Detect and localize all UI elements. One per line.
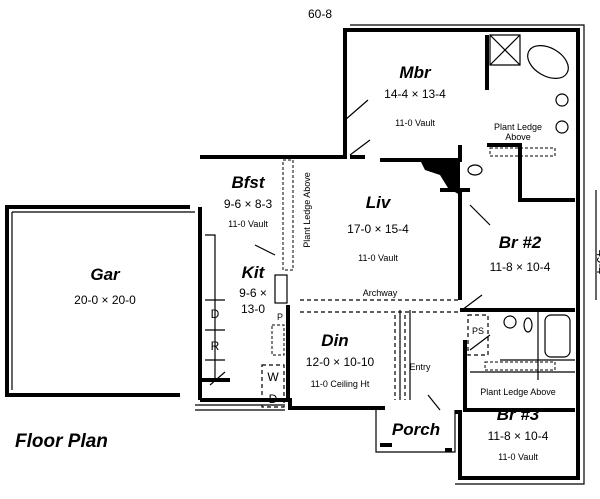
room-ceiling-din: 11-0 Ceiling Ht <box>311 379 370 389</box>
porch-outline <box>375 410 456 453</box>
room-name-porch: Porch <box>392 420 440 439</box>
dryer-label: D <box>269 392 278 406</box>
room-size-mbr: 14-4 × 13-4 <box>384 87 446 101</box>
room-size-gar: 20-0 × 20-0 <box>74 293 136 307</box>
room-name-bfst: Bfst <box>231 173 265 192</box>
plant-ledge-label: Above <box>505 132 531 142</box>
room-ceiling-bfst: 11-0 Vault <box>228 219 268 229</box>
pantry-label: P <box>277 312 283 322</box>
overall-width-label: 60-8 <box>308 7 332 21</box>
archway-label: Archway <box>363 288 398 298</box>
plan-title: Floor Plan <box>15 431 108 452</box>
room-name-din: Din <box>321 331 348 350</box>
dishwasher-label: D <box>211 307 220 321</box>
plant-ledge-label: Plant Ledge Above <box>302 172 312 248</box>
room-name-mbr: Mbr <box>399 63 432 82</box>
room-size-kit: 13-0 <box>241 302 265 316</box>
ps-label: PS <box>472 326 484 336</box>
washer-label: W <box>267 370 279 384</box>
plant-ledges <box>271 147 556 371</box>
room-name-kit: Kit <box>242 263 266 282</box>
room-name-liv: Liv <box>366 193 392 212</box>
refrigerator-label: R <box>211 339 220 353</box>
plant-ledge-label: Plant Ledge <box>494 122 542 132</box>
room-ceiling-liv: 11-0 Vault <box>358 253 398 263</box>
room-size-br3: 11-8 × 10-4 <box>488 429 549 443</box>
room-size-bfst: 9-6 × 8-3 <box>224 197 273 211</box>
plant-ledge-label: Plant Ledge Above <box>480 387 556 397</box>
room-size-liv: 17-0 × 15-4 <box>347 222 409 236</box>
entry-dashed <box>394 315 406 400</box>
room-ceiling-mbr: 11-0 Vault <box>395 118 435 128</box>
exterior-walls <box>195 24 585 485</box>
overall-depth-label: 49-4 <box>594 250 600 274</box>
kitchen-counters <box>205 234 288 408</box>
room-name-gar: Gar <box>90 265 121 284</box>
bath-fixtures <box>467 34 571 358</box>
room-ceiling-br3: 11-0 Vault <box>498 452 538 462</box>
room-name-entry: Entry <box>409 362 431 372</box>
interior-walls <box>200 35 575 412</box>
door-swings <box>209 99 491 411</box>
room-name-br3: Br #3 <box>497 405 540 424</box>
fireplace <box>420 160 460 195</box>
room-name-br2: Br #2 <box>499 233 542 252</box>
room-size-kit: 9-6 × <box>239 286 267 300</box>
garage-walls <box>5 205 202 400</box>
room-size-br2: 11-8 × 10-4 <box>490 260 551 274</box>
archway-line <box>300 299 460 313</box>
room-size-din: 12-0 × 10-10 <box>306 355 375 369</box>
